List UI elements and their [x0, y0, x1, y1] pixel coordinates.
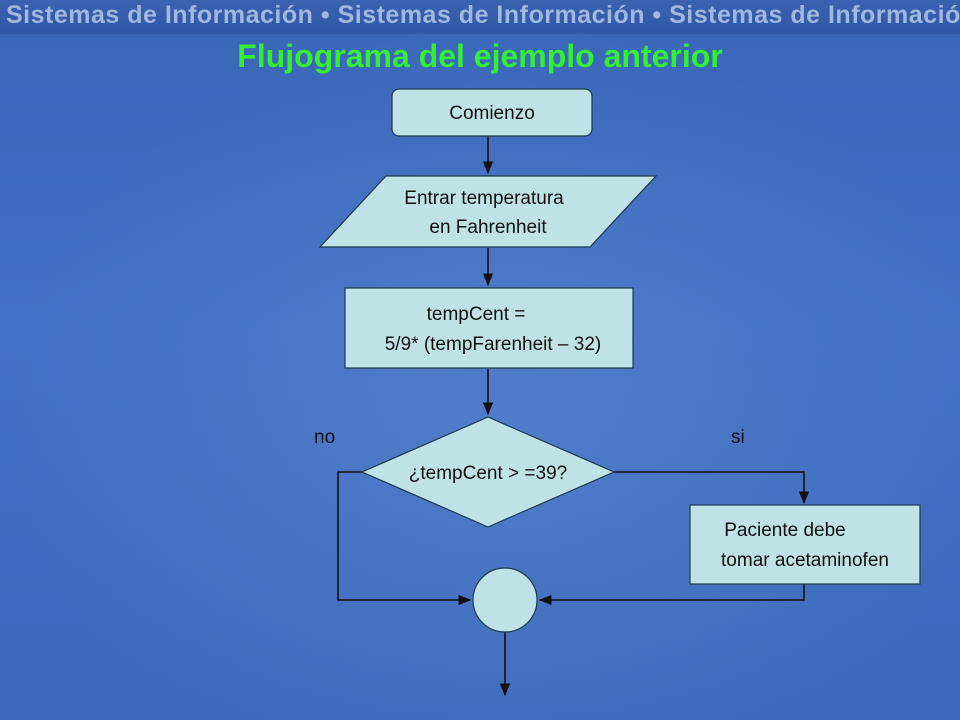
banner-text: Sistemas de Información • Sistemas de In…	[6, 1, 960, 29]
arrow-action-to-connector	[538, 584, 805, 606]
slide-title: Flujograma del ejemplo anterior	[237, 38, 723, 74]
arrow-decision-yes	[614, 471, 810, 505]
process-node: tempCent = 5/9* (tempFarenheit – 32)	[344, 287, 634, 369]
decision-label: ¿tempCent > =39?	[409, 463, 567, 484]
header-banner: Sistemas de Información • Sistemas de In…	[0, 0, 960, 34]
arrow-decision-no	[337, 471, 472, 606]
action-label-line-1: Paciente debe	[724, 520, 846, 541]
merge-connector	[472, 567, 538, 633]
process-label-line-2: 5/9* (tempFarenheit – 32)	[385, 334, 602, 355]
branch-yes-label: si	[731, 427, 745, 448]
input-label-line-2: en Fahrenheit	[429, 217, 547, 238]
connectors	[337, 136, 810, 697]
start-label: Comienzo	[449, 103, 535, 124]
input-node: Entrar temperatura en Fahrenheit	[318, 175, 658, 248]
start-node: Comienzo	[391, 88, 593, 137]
process-label-line-1: tempCent =	[427, 304, 526, 325]
input-label-line-1: Entrar temperatura	[404, 188, 564, 209]
branch-no-label: no	[314, 427, 335, 448]
action-node: Paciente debe tomar acetaminofen	[689, 504, 921, 585]
decision-node: ¿tempCent > =39?	[360, 416, 616, 528]
action-label-line-2: tomar acetaminofen	[721, 550, 889, 571]
